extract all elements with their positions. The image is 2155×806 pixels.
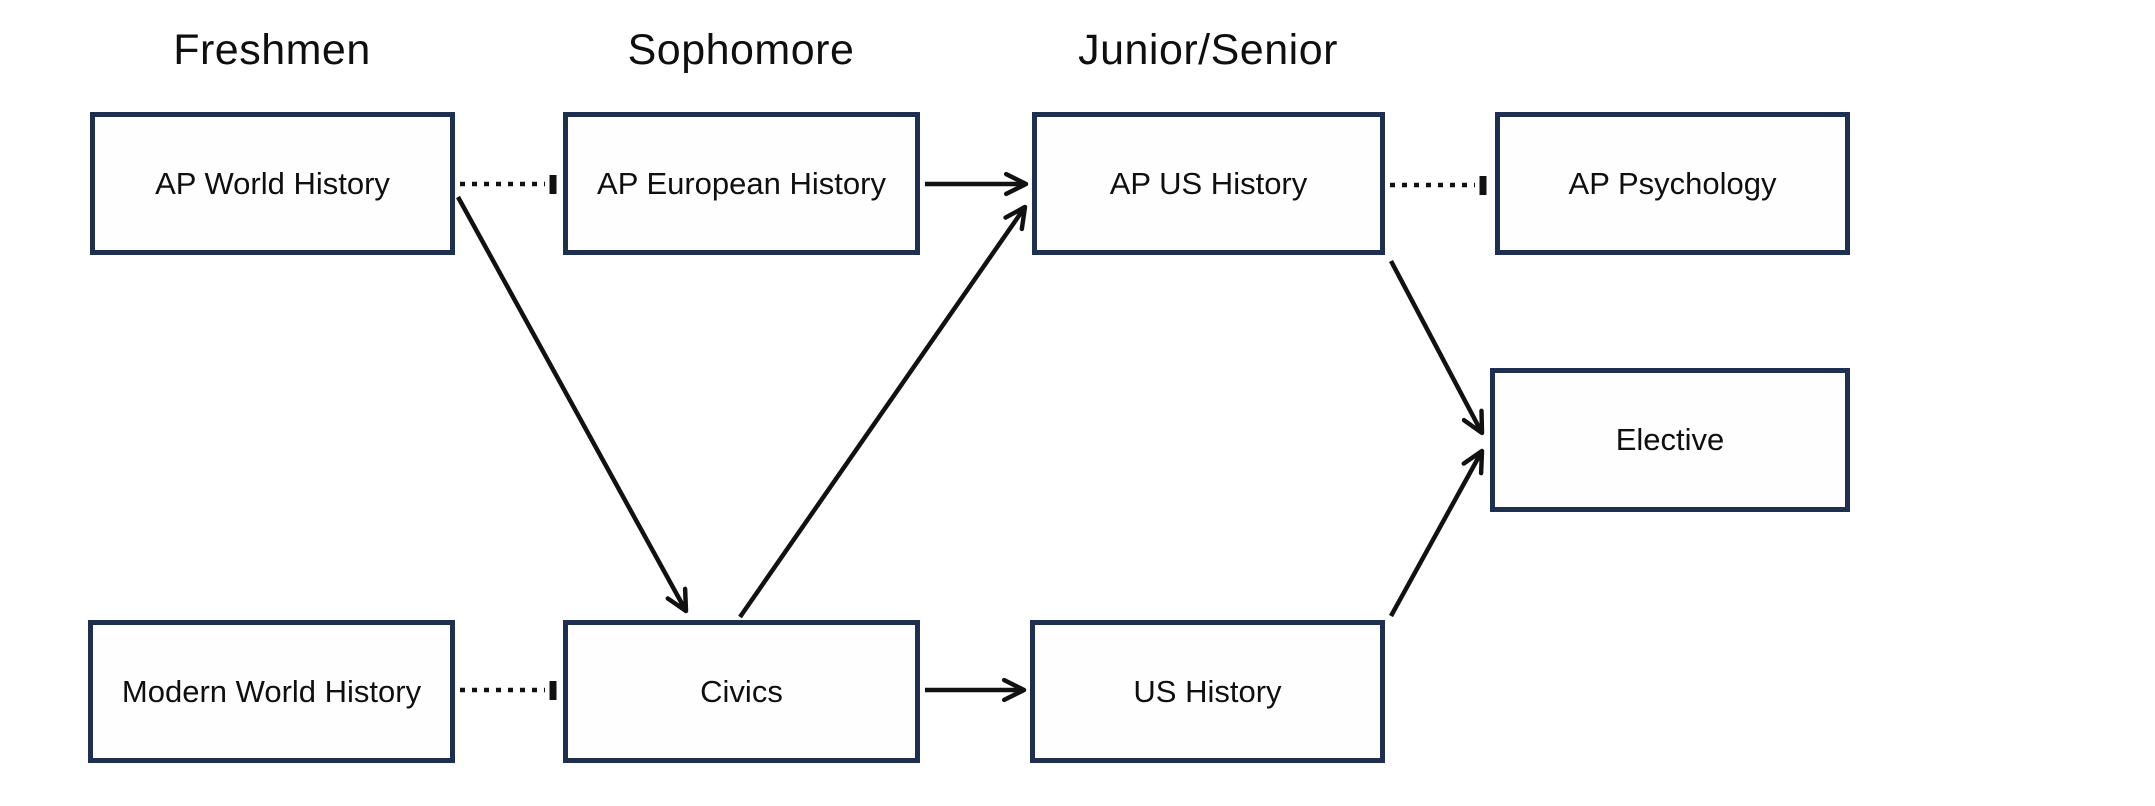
node-modern-world-history[interactable]: Modern World History bbox=[88, 620, 455, 763]
node-ap-psychology[interactable]: AP Psychology bbox=[1495, 112, 1850, 255]
node-ap-european-history[interactable]: AP European History bbox=[563, 112, 920, 255]
node-ap-us-history[interactable]: AP US History bbox=[1032, 112, 1385, 255]
edge-apworld-apeuro-dotted bbox=[460, 175, 557, 194]
node-elective[interactable]: Elective bbox=[1490, 368, 1850, 512]
edge-civics-apus-arrow bbox=[738, 204, 1028, 619]
node-us-history[interactable]: US History bbox=[1030, 620, 1385, 763]
column-header-sophomore: Sophomore bbox=[627, 26, 855, 74]
edge-apus-elective-arrow bbox=[1389, 259, 1485, 436]
edge-ushistory-elective-arrow bbox=[1389, 448, 1485, 618]
edge-modernworld-civics-dotted bbox=[460, 681, 557, 700]
edge-apus-appsych-dotted bbox=[1390, 176, 1487, 195]
node-ap-world-history[interactable]: AP World History bbox=[90, 112, 455, 255]
column-header-junior-senior: Junior/Senior bbox=[1078, 26, 1338, 74]
edge-apworld-civics-arrow bbox=[456, 195, 689, 614]
column-header-freshmen: Freshmen bbox=[173, 26, 371, 74]
node-civics[interactable]: Civics bbox=[563, 620, 920, 763]
